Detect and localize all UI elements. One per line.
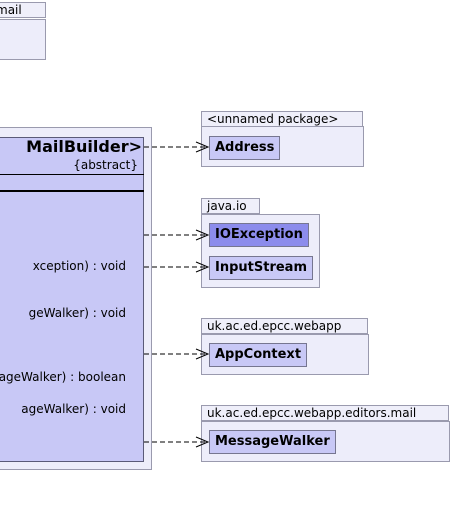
package-tab-webapp: uk.ac.ed.epcc.webapp [201,318,368,334]
class-separator-attributes [0,190,144,192]
package-label: mail [0,3,22,17]
main-class-title: MailBuilder> [26,137,142,156]
package-label: uk.ac.ed.epcc.webapp.editors.mail [207,406,417,420]
class-name: MessageWalker [215,434,330,449]
operation-1: xception) : void [32,259,126,273]
class-name: IOException [215,227,303,242]
class-appcontext[interactable]: AppContext [209,343,308,367]
package-tab-mail: mail [0,2,46,18]
class-address[interactable]: Address [209,136,281,160]
package-label: java.io [207,199,247,213]
class-inputstream[interactable]: InputStream [209,256,313,280]
class-ioexception[interactable]: IOException [209,223,309,247]
class-name: AppContext [215,347,302,362]
main-class-stereotype: {abstract} [73,158,138,172]
package-tab-unnamed: <unnamed package> [201,111,363,127]
class-separator-thin [0,174,144,175]
class-name: Address [215,140,275,155]
package-label: <unnamed package> [207,112,339,126]
operation-4: ageWalker) : void [21,402,126,416]
package-body-mail [0,19,46,60]
operation-2: geWalker) : void [28,306,126,320]
package-tab-editors-mail: uk.ac.ed.epcc.webapp.editors.mail [201,405,449,421]
package-tab-java-io: java.io [201,198,260,214]
package-label: uk.ac.ed.epcc.webapp [207,319,342,333]
operation-3: ageWalker) : boolean [0,370,126,384]
class-name: InputStream [215,260,307,275]
class-messagewalker[interactable]: MessageWalker [209,430,336,454]
